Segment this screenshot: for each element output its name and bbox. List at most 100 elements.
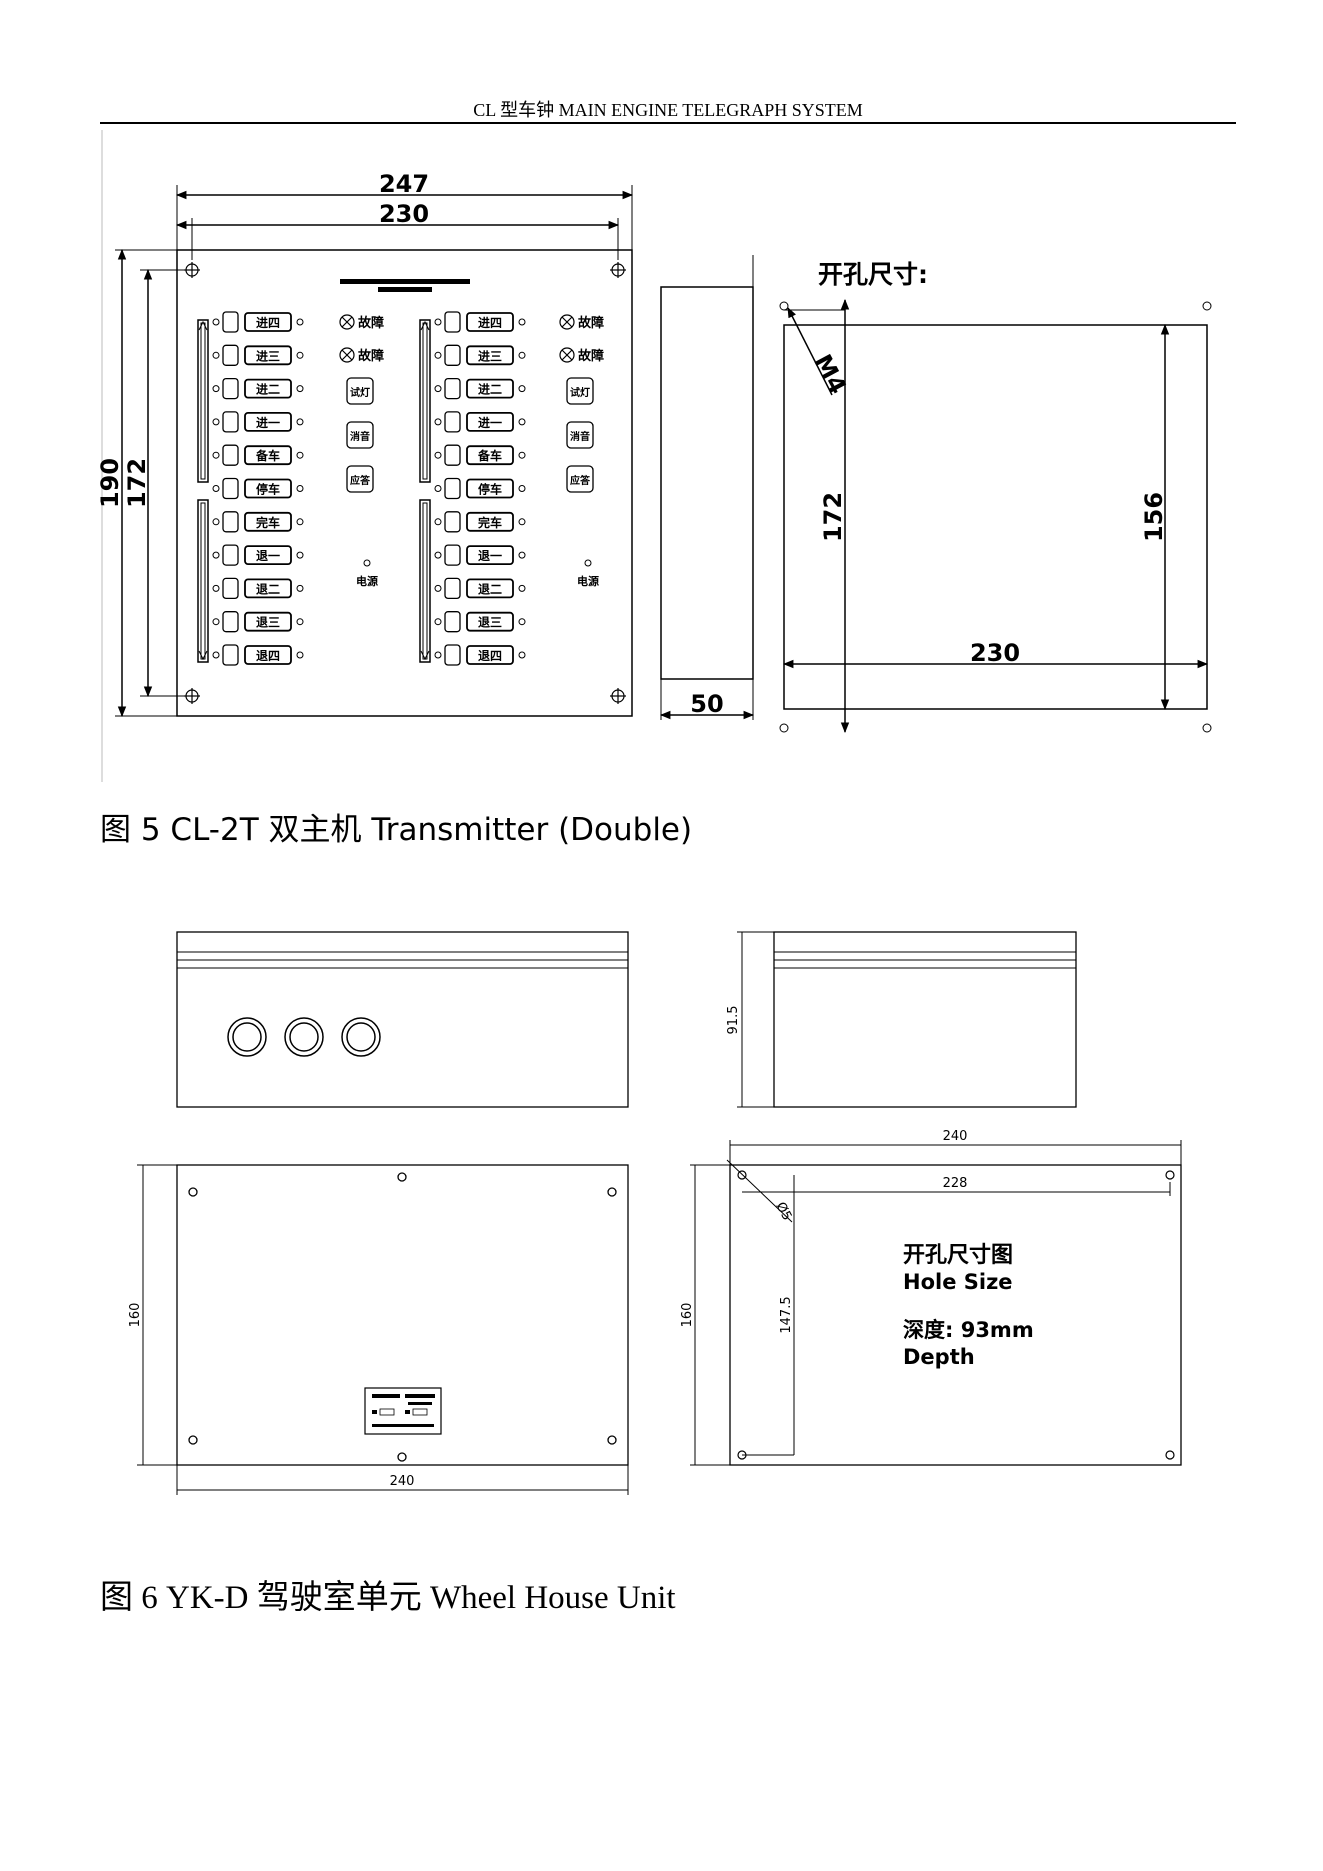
left-order-button[interactable] [244,545,292,565]
left-order-button[interactable] [244,312,292,332]
left-order-button[interactable] [244,645,292,665]
right-order-button[interactable] [466,445,514,466]
right-lamp-test-button[interactable] [566,377,594,405]
left-order-button[interactable] [244,511,292,532]
right-order-row[interactable]: 进一 [434,411,526,433]
right-order-button[interactable] [466,411,514,432]
right-order-row[interactable]: 进三 [434,344,526,366]
dim-190: 190 [96,458,124,508]
right-order-label: 停车 [478,482,502,497]
right-order-row[interactable]: 完车 [434,511,526,533]
left-order-row[interactable]: 完车 [212,511,304,533]
left-order-row[interactable]: 退四 [212,644,304,666]
right-order-row[interactable]: 退三 [434,611,526,633]
left-order-lamp [222,511,239,533]
left-ack-button[interactable] [346,465,374,493]
left-order-led-right [296,451,304,459]
left-order-row[interactable]: 停车 [212,477,304,500]
right-order-row[interactable]: 退二 [434,577,526,600]
dim-172-cutout: 172 [819,492,847,542]
right-order-row[interactable]: 进二 [434,377,526,400]
right-order-led-left [434,584,442,592]
left-fault-label-2: 故障 [358,348,384,364]
right-order-row[interactable]: 备车 [434,444,526,466]
left-order-lamp [222,444,239,466]
right-order-label: 完车 [478,515,502,530]
right-order-button[interactable] [466,478,514,499]
left-order-row[interactable]: 进二 [212,377,304,400]
left-order-led-right [296,485,304,492]
left-order-led-right [296,584,304,592]
right-order-row[interactable]: 退四 [434,644,526,666]
right-order-button[interactable] [466,378,514,399]
right-order-row[interactable]: 退一 [434,544,526,566]
right-order-led-right [518,318,526,326]
hole-size-drawing [729,1164,1182,1466]
left-order-row[interactable]: 退一 [212,544,304,566]
right-order-led-right [518,518,526,526]
left-order-label: 退四 [256,649,280,663]
dim-160-left: 160 [128,1303,143,1328]
left-order-button[interactable] [244,578,292,599]
right-order-led-right [518,351,526,359]
right-order-row[interactable]: 进四 [434,311,526,333]
left-order-button[interactable] [244,611,292,632]
right-order-lamp [444,344,461,366]
right-fault-label-2: 故障 [578,348,604,364]
hole-diameter-label: Ø5 [772,1200,794,1223]
left-order-row[interactable]: 进三 [212,344,304,366]
right-order-button[interactable] [466,611,514,632]
right-order-lamp [444,477,461,500]
right-order-lamp [444,611,461,633]
right-order-button[interactable] [466,511,514,532]
right-order-button[interactable] [466,545,514,565]
right-order-led-right [518,618,526,626]
right-order-led-left [434,651,442,659]
right-order-lamp [444,544,461,566]
left-order-button[interactable] [244,378,292,399]
left-order-button[interactable] [244,411,292,432]
wheel-house-rear-view [176,1164,629,1466]
right-order-led-left [434,351,442,359]
left-order-button[interactable] [244,445,292,466]
hole-size-en-label: Hole Size [903,1270,1013,1294]
right-order-led-left [434,385,442,393]
right-order-button[interactable] [466,312,514,332]
dim-91-5: 91.5 [726,1006,741,1035]
left-order-lamp [222,344,239,366]
right-order-led-left [434,551,442,559]
left-order-row[interactable]: 进一 [212,411,304,433]
dim-172-left: 172 [123,458,151,508]
left-order-led-right [296,351,304,359]
left-fault-label-1: 故障 [358,315,384,331]
left-order-lamp [222,577,239,600]
right-order-row[interactable]: 停车 [434,477,526,500]
left-order-row[interactable]: 退三 [212,611,304,633]
left-order-label: 进四 [256,315,280,330]
dim-228: 228 [943,1176,968,1191]
right-mute-button[interactable] [566,421,594,449]
left-order-label: 退一 [256,549,280,563]
left-power-label: 电源 [356,574,378,588]
right-order-label: 进二 [478,382,502,397]
right-order-button[interactable] [466,578,514,599]
right-order-led-right [518,418,526,426]
right-order-button[interactable] [466,645,514,665]
left-order-led-right [296,518,304,526]
left-order-button[interactable] [244,345,292,366]
left-order-row[interactable]: 退二 [212,577,304,600]
right-order-button[interactable] [466,345,514,366]
left-order-led-right [296,318,304,326]
left-order-button[interactable] [244,478,292,499]
left-lamp-test-button[interactable] [346,377,374,405]
left-order-lamp [222,544,239,566]
depth-en-label: Depth [903,1345,975,1369]
left-mute-button[interactable] [346,421,374,449]
front-knobs [227,1017,381,1057]
right-order-lamp [444,644,461,666]
left-order-led-left [212,451,220,459]
left-order-row[interactable]: 备车 [212,444,304,466]
left-order-row[interactable]: 进四 [212,311,304,333]
left-alarm-indicators [339,314,355,363]
right-ack-button[interactable] [566,465,594,493]
